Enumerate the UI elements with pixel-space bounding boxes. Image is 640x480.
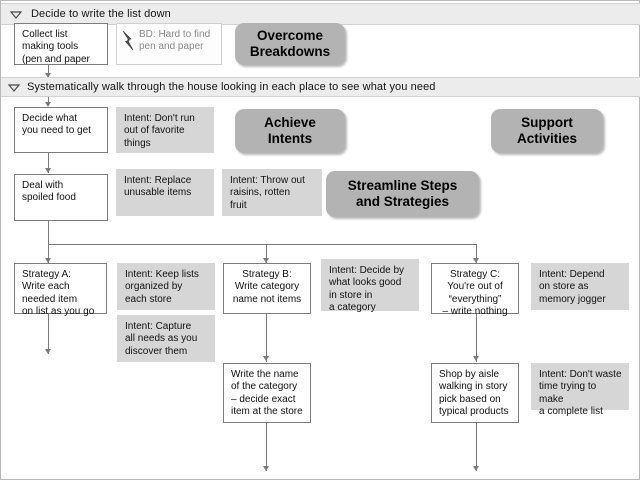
intent-box-throw-out-raisins[interactable]: Intent: Throw out raisins, rotten fruit xyxy=(222,169,322,216)
phase-header-1[interactable]: Decide to write the list down xyxy=(1,3,640,25)
callout-overcome-breakdowns[interactable]: Overcome Breakdowns xyxy=(235,23,345,65)
callout-support-activities[interactable]: Support Activities xyxy=(491,109,603,153)
connector-line xyxy=(266,314,267,362)
connector-arrow xyxy=(473,356,479,361)
intent-box-capture-all-needs[interactable]: Intent: Capture all needs as you discove… xyxy=(117,315,215,362)
phase-header-2[interactable]: Systematically walk through the house lo… xyxy=(1,77,640,97)
step-box-strategy-a[interactable]: Strategy A: Write each needed item on li… xyxy=(14,263,107,317)
connector-line xyxy=(266,423,267,471)
connector-arrow xyxy=(45,168,51,173)
step-box-write-category-name[interactable]: Write the name of the category – decide … xyxy=(223,363,311,423)
connector-arrow xyxy=(263,258,269,263)
chevron-down-icon[interactable] xyxy=(9,7,23,21)
intent-box-decide-by-looks[interactable]: Intent: Decide by what looks good in sto… xyxy=(321,259,419,313)
connector-arrow xyxy=(473,258,479,263)
intent-box-favorite-things[interactable]: Intent: Don't run out of favorite things xyxy=(116,107,214,153)
step-box-strategy-b[interactable]: Strategy B: Write category name not item… xyxy=(223,263,311,314)
connector-arrow xyxy=(45,258,51,263)
connector-line xyxy=(266,244,267,263)
intent-box-dont-waste-time[interactable]: Intent: Don't waste time trying to make … xyxy=(531,363,629,417)
connector-arrow xyxy=(263,356,269,361)
phase-header-1-label: Decide to write the list down xyxy=(31,8,171,20)
connector-line xyxy=(476,314,477,362)
connector-line xyxy=(48,314,49,354)
connector-line xyxy=(48,153,49,173)
callout-streamline-steps[interactable]: Streamline Steps and Strategies xyxy=(326,171,479,217)
intent-box-depend-on-store[interactable]: Intent: Depend on store as memory jogger xyxy=(531,263,629,310)
step-box-collect-tools[interactable]: Collect list making tools (pen and paper xyxy=(14,23,108,65)
callout-achieve-intents[interactable]: Achieve Intents xyxy=(235,109,345,153)
connector-arrow xyxy=(45,349,51,354)
step-box-shop-by-aisle[interactable]: Shop by aisle walking in story pick base… xyxy=(431,363,519,423)
connector-arrow xyxy=(45,102,51,107)
step-box-strategy-c[interactable]: Strategy C: You're out of “everything” –… xyxy=(431,263,519,317)
breakdown-box-pen-paper[interactable]: BD: Hard to find pen and paper xyxy=(116,23,222,65)
connector-arrow xyxy=(45,73,51,78)
step-box-spoiled-food[interactable]: Deal with spoiled food xyxy=(14,174,108,221)
connector-line xyxy=(48,244,49,263)
lightning-bolt-icon xyxy=(122,30,135,57)
connector-line xyxy=(476,423,477,471)
chevron-down-icon[interactable] xyxy=(7,80,21,94)
connector-arrow xyxy=(473,466,479,471)
connector-line xyxy=(48,244,477,245)
phase-header-2-label: Systematically walk through the house lo… xyxy=(27,81,436,93)
connector-line xyxy=(48,221,49,245)
breakdown-box-label: BD: Hard to find pen and paper xyxy=(139,29,211,53)
intent-box-replace-unusable[interactable]: Intent: Replace unusable items xyxy=(116,169,214,216)
step-box-decide-needs[interactable]: Decide what you need to get xyxy=(14,107,108,153)
connector-line xyxy=(48,65,49,79)
connector-line xyxy=(476,244,477,263)
connector-line xyxy=(48,97,49,105)
intent-box-keep-lists-organized[interactable]: Intent: Keep lists organized by each sto… xyxy=(117,263,215,310)
connector-arrow xyxy=(263,466,269,471)
